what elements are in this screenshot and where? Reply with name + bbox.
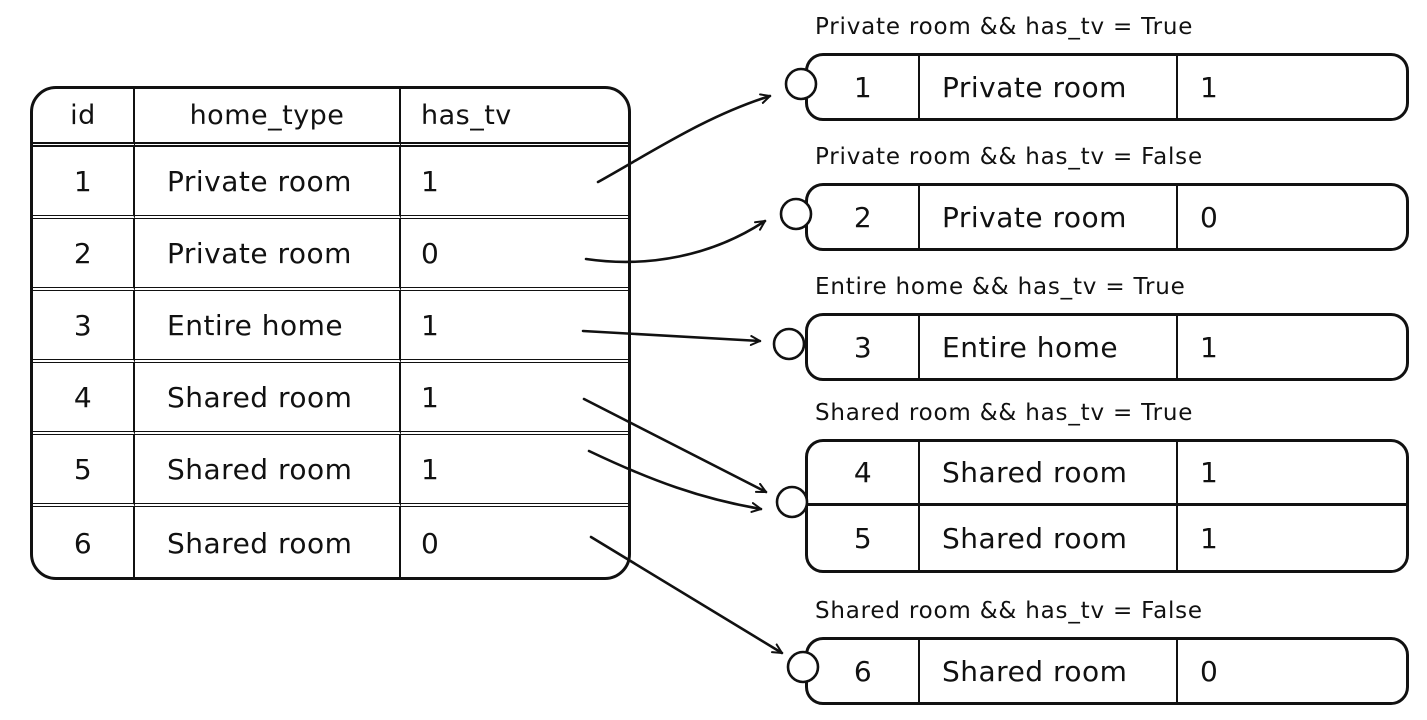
group-box: 4 Shared room 1 5 Shared room 1	[805, 439, 1409, 573]
table-cell: Shared room	[135, 435, 401, 507]
table-cell: 3	[33, 291, 135, 363]
group-row-cell: 0	[1200, 200, 1219, 234]
column-header-home-type: home_type	[135, 89, 401, 147]
group-label: Shared room && has_tv = True	[815, 400, 1194, 426]
group-row-cell: Private room	[920, 56, 1178, 118]
group-row-cell: 1	[1200, 70, 1219, 104]
group-box: 2 Private room 0	[805, 183, 1409, 251]
table-cell: 1	[401, 435, 628, 507]
group-row-cell: 4	[808, 442, 920, 506]
group-label: Entire home && has_tv = True	[815, 274, 1186, 300]
table-cell: 1	[401, 291, 628, 363]
table-cell: Entire home	[135, 291, 401, 363]
table-cell: 1	[401, 147, 628, 219]
table-cell: 1	[401, 363, 628, 435]
group-private-room-tv-false: Private room && has_tv = False 2 Private…	[805, 142, 1409, 251]
table-cell: Shared room	[135, 363, 401, 435]
table-cell: 6	[33, 507, 135, 579]
group-row-cell: Shared room	[920, 640, 1178, 702]
table-cell: 4	[33, 363, 135, 435]
group-shared-room-tv-false: Shared room && has_tv = False 6 Shared r…	[805, 596, 1409, 705]
table-cell: Shared room	[135, 507, 401, 579]
table-cell: Private room	[135, 219, 401, 291]
group-row-cell: 1	[1200, 521, 1219, 555]
group-row-cell: Entire home	[920, 316, 1178, 378]
group-row-cell: 0	[1200, 654, 1219, 688]
table-cell: 2	[33, 219, 135, 291]
group-row-cell: 1	[808, 56, 920, 118]
group-row-cell: 3	[808, 316, 920, 378]
group-row-cell: 1	[1200, 330, 1219, 364]
group-entire-home-tv-true: Entire home && has_tv = True 3 Entire ho…	[805, 272, 1409, 381]
group-row-cell: 5	[808, 506, 920, 570]
source-table: id home_type has_tv 1 Private room 1 2 P…	[30, 86, 631, 580]
group-box: 3 Entire home 1	[805, 313, 1409, 381]
group-row-cell: Private room	[920, 186, 1178, 248]
group4-anchor-circle	[775, 485, 809, 519]
table-cell: 0	[421, 526, 440, 560]
table-cell: 5	[33, 435, 135, 507]
column-header-has-tv: has_tv	[401, 89, 628, 147]
group-shared-room-tv-true: Shared room && has_tv = True 4 Shared ro…	[805, 398, 1409, 573]
group-row-cell: 2	[808, 186, 920, 248]
column-header-id: id	[33, 89, 135, 147]
group-row-cell: Shared room	[920, 442, 1178, 506]
group-private-room-tv-true: Private room && has_tv = True 1 Private …	[805, 12, 1409, 121]
table-cell: 0	[401, 219, 628, 291]
group-row-cell: 1	[1178, 442, 1406, 506]
group3-anchor-circle	[772, 327, 806, 361]
table-cell: 1	[33, 147, 135, 219]
group-row-cell: 6	[808, 640, 920, 702]
group-label: Private room && has_tv = True	[815, 14, 1194, 40]
group-label: Private room && has_tv = False	[815, 144, 1203, 170]
group-box: 1 Private room 1	[805, 53, 1409, 121]
group-label: Shared room && has_tv = False	[815, 598, 1203, 624]
group-box: 6 Shared room 0	[805, 637, 1409, 705]
group-row-cell: Shared room	[920, 506, 1178, 570]
table-cell: Private room	[135, 147, 401, 219]
